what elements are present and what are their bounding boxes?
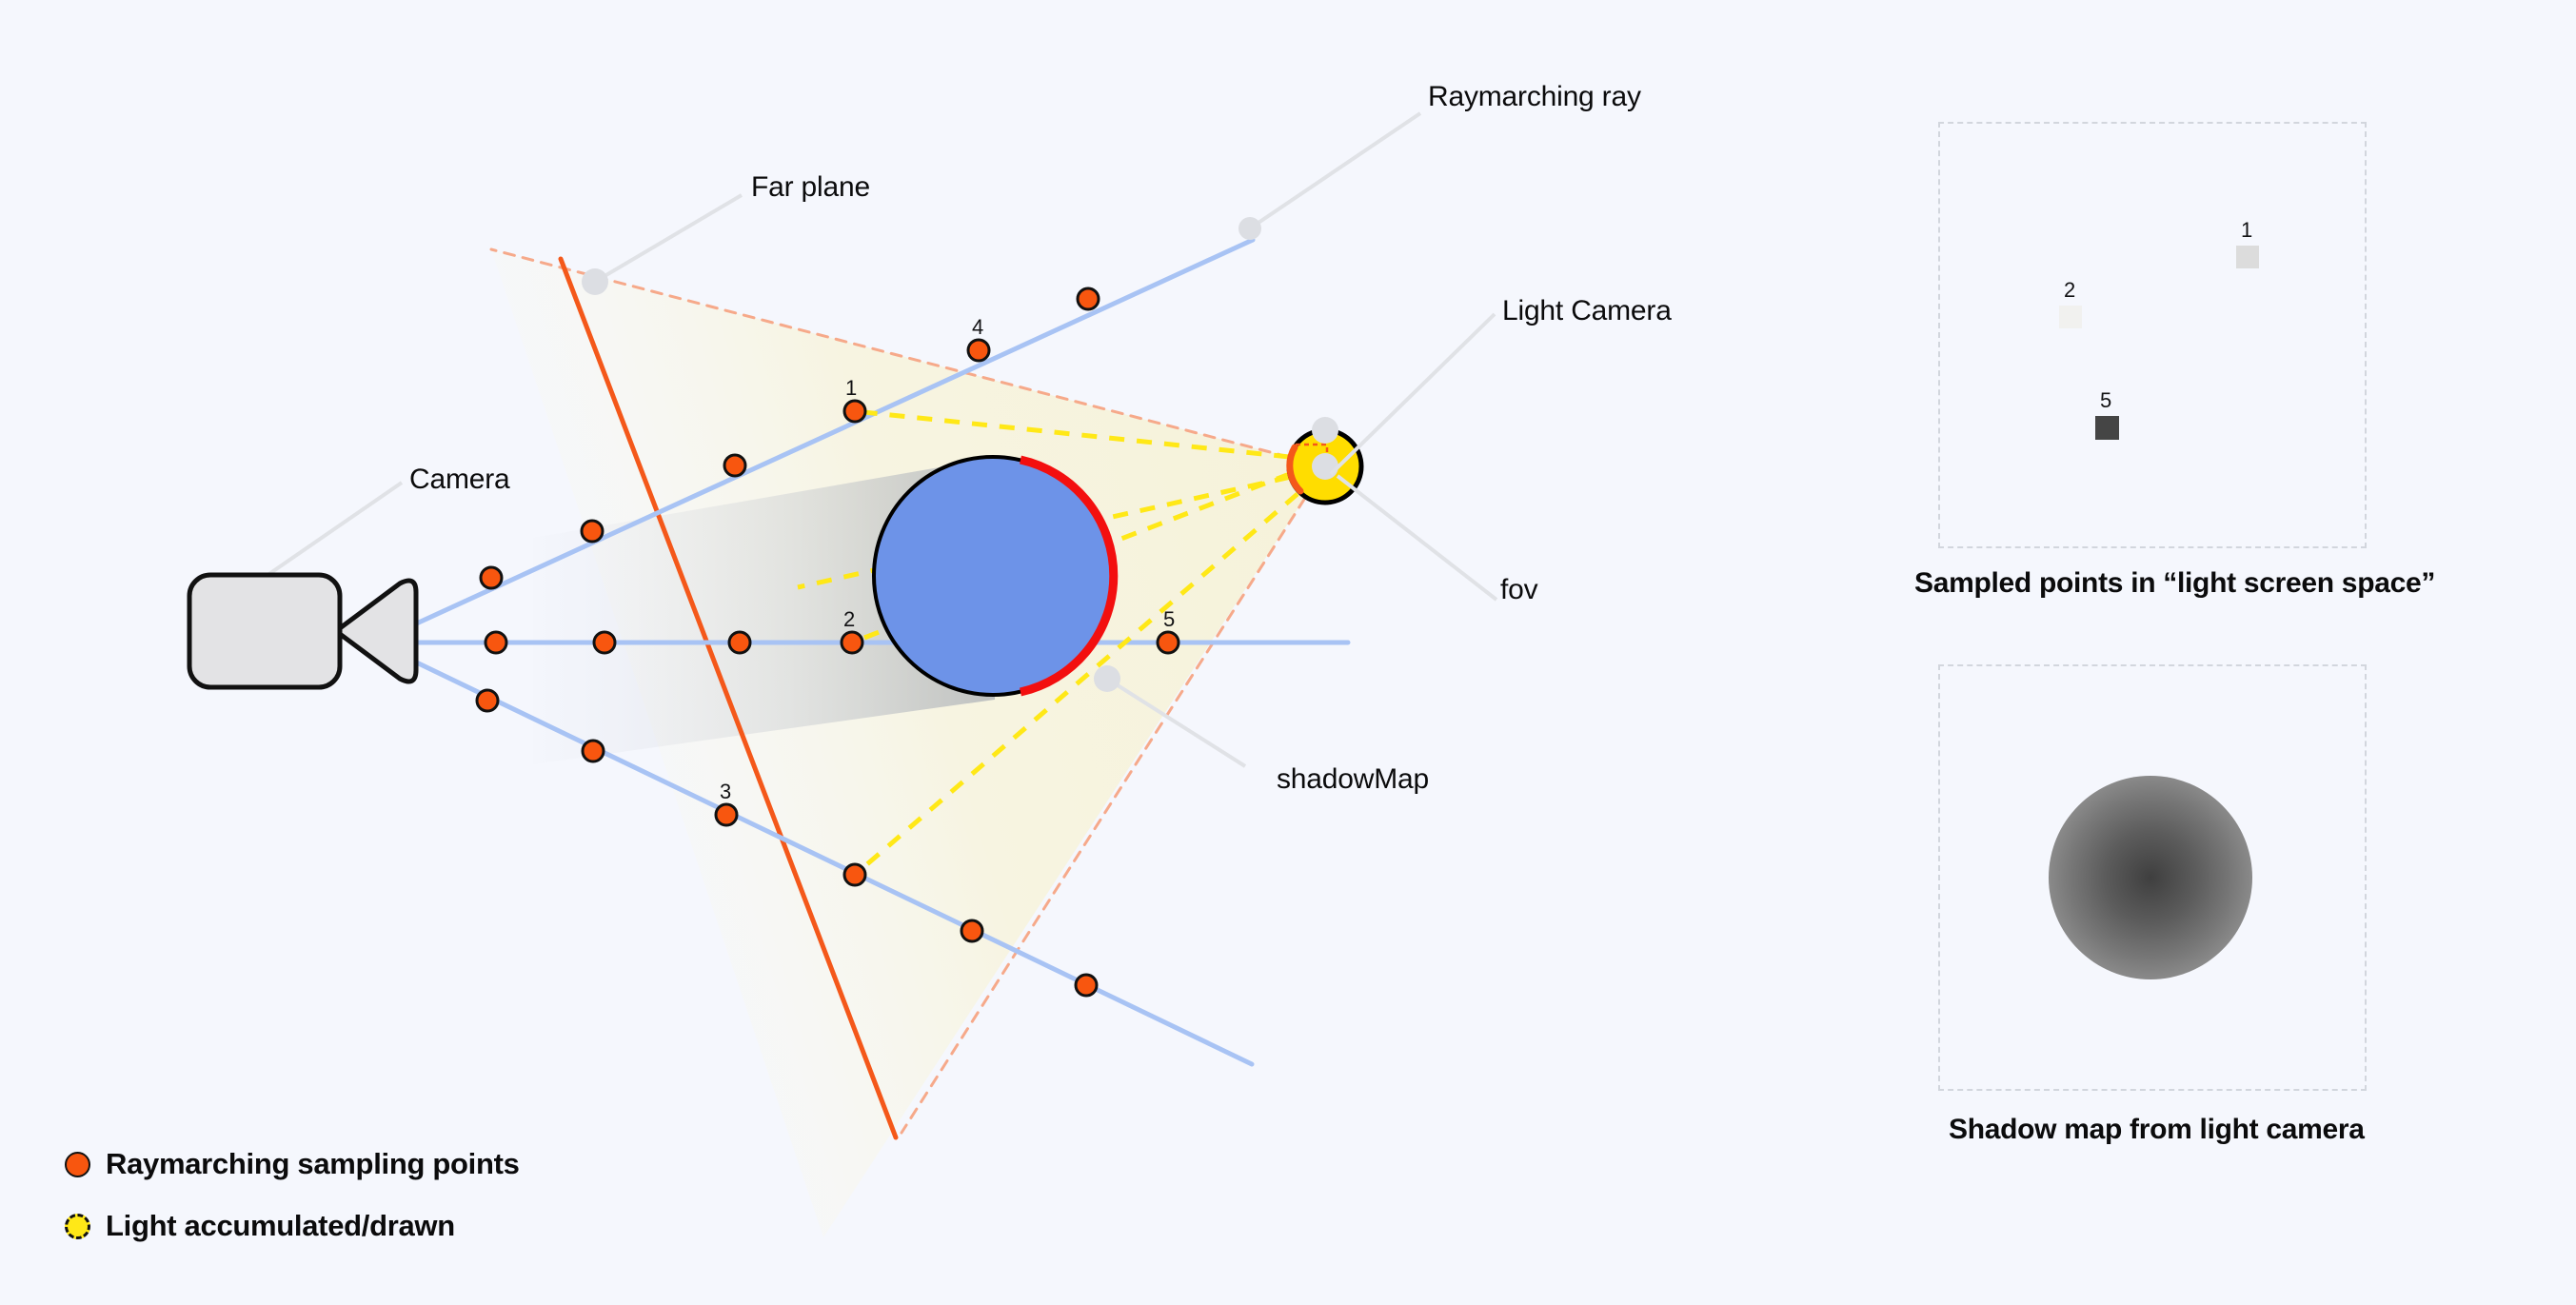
label-shadow-map: shadowMap <box>1277 763 1429 795</box>
label-fov: fov <box>1500 574 1538 605</box>
sampling-point-number-1: 1 <box>845 376 858 400</box>
shadow-map-panel <box>1938 664 2367 1091</box>
light-frustum-boundary <box>489 247 1327 1135</box>
legend-item-light-accumulated: Light accumulated/drawn <box>65 1209 455 1243</box>
camera-icon <box>187 572 419 690</box>
sphere-object <box>872 455 1119 697</box>
label-far-plane: Far plane <box>751 171 870 203</box>
light-screen-space-sample-2 <box>2059 306 2082 328</box>
legend-label-sampling-points: Raymarching sampling points <box>106 1147 520 1180</box>
label-leader-lines <box>225 111 1498 768</box>
shadow-map-caption: Shadow map from light camera <box>1949 1114 2365 1145</box>
label-light-camera: Light Camera <box>1502 295 1672 326</box>
light-camera-object <box>1286 417 1364 505</box>
light-screen-space-panel <box>1938 122 2367 548</box>
sampling-point-number-2: 2 <box>843 607 856 631</box>
label-raymarching-ray: Raymarching ray <box>1428 81 1641 112</box>
light-screen-space-sample-1-label: 1 <box>2241 218 2253 242</box>
light-screen-space-sample-5-label: 5 <box>2100 388 2112 412</box>
light-screen-space-caption: Sampled points in “light screen space” <box>1914 567 2436 599</box>
sampling-point-number-5: 5 <box>1163 607 1176 631</box>
light-screen-space-sample-1 <box>2236 246 2259 268</box>
sampling-point-dots <box>475 287 1180 998</box>
legend-label-light-accumulated: Light accumulated/drawn <box>106 1209 455 1242</box>
shadow-map-sphere <box>2049 776 2252 979</box>
legend-item-sampling-points: Raymarching sampling points <box>65 1147 520 1181</box>
sampling-point-number-4: 4 <box>972 315 984 339</box>
light-screen-space-sample-5 <box>2095 416 2119 440</box>
sampling-point-number-3: 3 <box>720 780 732 803</box>
label-camera: Camera <box>409 464 510 495</box>
legend-orange-dot-icon <box>65 1151 90 1177</box>
light-frustum-cone <box>491 249 1325 1237</box>
far-plane-line <box>558 256 899 1140</box>
light-screen-space-sample-2-label: 2 <box>2064 278 2076 302</box>
legend-yellow-dashed-dot-icon <box>65 1213 90 1239</box>
